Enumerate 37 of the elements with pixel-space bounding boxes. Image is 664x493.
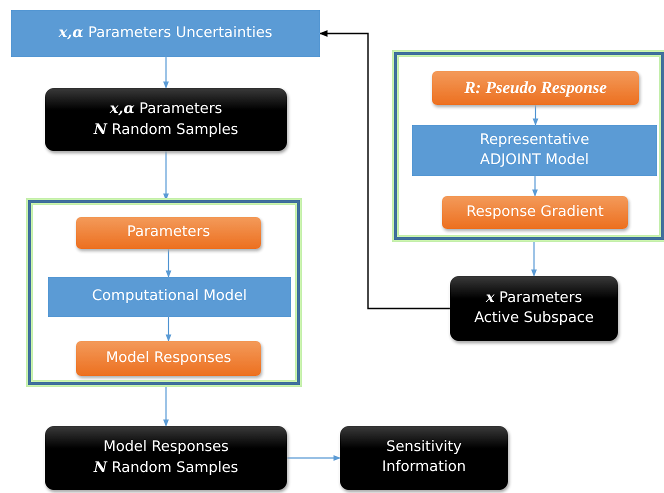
box-label: Model Responses — [106, 348, 232, 368]
group-container — [28, 200, 300, 385]
box-label: Representative ADJOINT Model — [478, 130, 590, 170]
box-label: R: Pseudo Response — [464, 76, 607, 99]
box-label: Parameters — [127, 223, 210, 242]
group-container — [394, 52, 664, 240]
process-box — [45, 88, 287, 151]
arrow — [163, 385, 169, 427]
box-label: Computational Model — [92, 287, 247, 306]
box-label: x Parameters — [486, 288, 582, 308]
arrow — [319, 30, 450, 310]
box-label: x,α Parameters — [110, 98, 222, 119]
box-label: N Random Samples — [94, 458, 238, 478]
process-box — [450, 276, 618, 341]
arrow — [532, 176, 538, 197]
box-label: x,α Parameters Uncertainties — [58, 23, 272, 44]
arrow — [531, 240, 537, 277]
box-label: Model Responses — [103, 438, 229, 457]
process-box — [76, 341, 261, 376]
process-box — [48, 277, 291, 317]
process-box — [76, 217, 261, 249]
process-box — [442, 196, 628, 229]
box-label: Response Gradient — [466, 202, 604, 222]
process-box — [432, 71, 639, 105]
arrow — [532, 105, 538, 126]
process-box — [45, 426, 287, 490]
box-label: N Random Samples — [94, 120, 238, 140]
process-box — [340, 426, 508, 490]
arrow — [287, 455, 341, 461]
arrow — [166, 317, 172, 342]
process-box — [412, 125, 657, 176]
process-box — [11, 10, 320, 57]
arrow — [166, 249, 172, 278]
box-label: Active Subspace — [474, 309, 594, 328]
arrow — [163, 57, 169, 89]
box-label: Sensitivity Information — [381, 438, 467, 477]
arrow — [163, 151, 169, 201]
